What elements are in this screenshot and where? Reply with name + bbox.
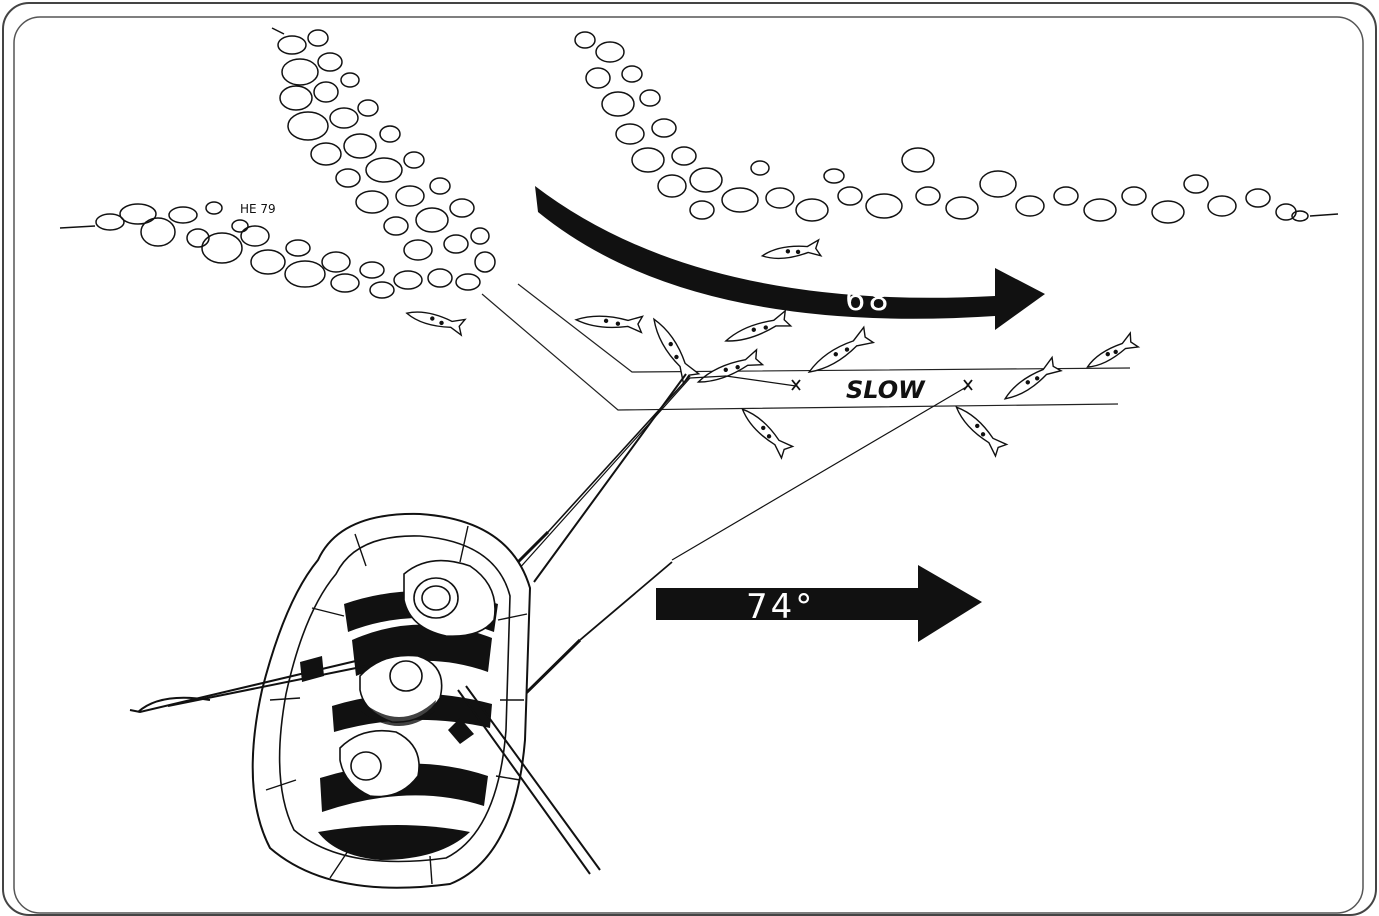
rocky-bank-right <box>575 32 1338 223</box>
fish <box>405 305 465 335</box>
fish <box>695 350 762 390</box>
lower-current-label: 74° <box>746 587 815 627</box>
fish-group <box>405 240 1138 458</box>
inner-frame <box>14 17 1363 913</box>
fish <box>761 240 821 264</box>
outer-frame <box>3 3 1376 915</box>
fish <box>723 311 790 349</box>
fish <box>646 314 698 383</box>
drift-boat <box>130 514 600 888</box>
fast-current-label: 68° <box>845 280 911 318</box>
rocky-bank-left <box>60 28 495 298</box>
fish <box>804 327 873 379</box>
artist-initials: HE 79 <box>240 202 276 216</box>
slow-water-label: SLOW <box>846 376 926 404</box>
lower-current-arrow: 74° <box>656 565 982 642</box>
fish <box>737 403 793 458</box>
fish <box>1001 357 1061 405</box>
fish <box>951 401 1007 456</box>
fish <box>576 312 643 333</box>
